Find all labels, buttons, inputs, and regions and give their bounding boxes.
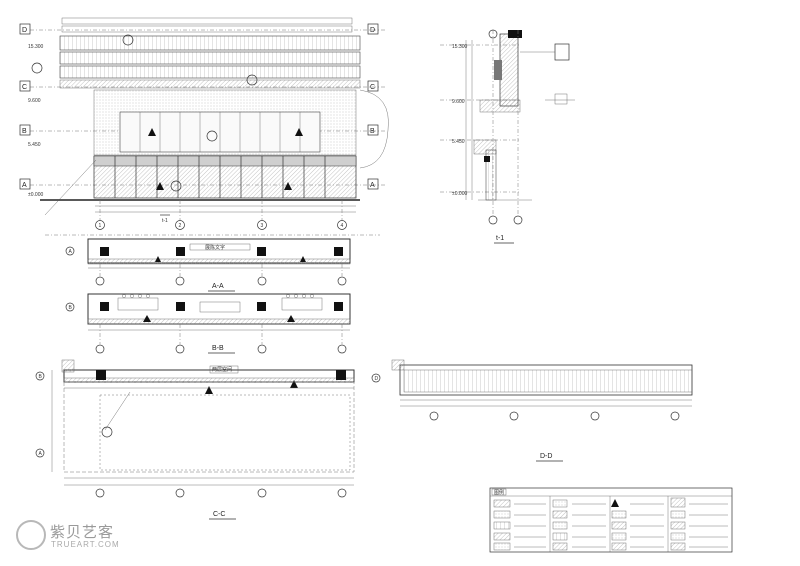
svg-text:D: D xyxy=(375,376,379,382)
row-label-d: D xyxy=(22,27,27,34)
svg-text:A: A xyxy=(39,451,43,457)
level-c: 9.600 xyxy=(28,98,41,104)
section-bb-label: B-B xyxy=(212,345,224,352)
svg-text:A: A xyxy=(69,249,73,255)
col-1-label: 1 xyxy=(99,223,102,229)
section-cc: B A 两层空间 C-C xyxy=(35,359,355,520)
svg-text:±0.000: ±0.000 xyxy=(452,191,467,197)
section-dd-label: D-D xyxy=(540,453,552,460)
detail-t1-label: t-1 xyxy=(496,235,504,242)
svg-text:B: B xyxy=(39,374,43,380)
legend-table: 图例 xyxy=(489,487,733,553)
row-label-b: B xyxy=(22,128,27,135)
legend-swatches xyxy=(493,497,686,551)
svg-text:15.300: 15.300 xyxy=(452,44,468,50)
cc-note: 两层空间 xyxy=(212,366,232,373)
svg-text:B: B xyxy=(69,305,73,311)
watermark-text: 紫贝艺客 xyxy=(50,523,115,541)
legend-text-lines xyxy=(514,503,728,548)
level-markers-left xyxy=(19,23,31,190)
main-elevation: D C B A 15.300 9.600 5.450 ±0.000 D C B … xyxy=(19,17,389,230)
middle-panels xyxy=(139,112,301,152)
svg-text:t-1: t-1 xyxy=(162,218,168,224)
col-2-label: 2 xyxy=(179,223,182,229)
svg-text:A: A xyxy=(370,182,375,189)
col-4-label: 4 xyxy=(341,223,344,229)
aa-note: 展陈文字 xyxy=(205,244,225,251)
row-label-a: A xyxy=(22,182,27,189)
section-cc-label: C-C xyxy=(213,511,225,518)
watermark-subtext: TRUEART.COM xyxy=(51,540,120,549)
section-aa: A 展陈文字 A-A xyxy=(65,238,351,292)
detail-t1: 15.300 9.600 5.450 ±0.000 t-1 xyxy=(440,29,575,244)
level-d: 15.300 xyxy=(28,44,44,50)
lower-mullions xyxy=(114,156,326,198)
bb-furniture xyxy=(117,294,323,313)
watermark-logo-icon xyxy=(16,520,46,550)
svg-text:B: B xyxy=(370,128,375,135)
col-3-label: 3 xyxy=(261,223,264,229)
svg-text:C: C xyxy=(370,84,375,91)
section-aa-label: A-A xyxy=(212,283,224,290)
section-dd: D D-D xyxy=(371,359,693,462)
svg-text:9.600: 9.600 xyxy=(452,99,465,105)
legend-title: 图例 xyxy=(494,489,504,496)
svg-text:D: D xyxy=(370,27,375,34)
svg-text:5.450: 5.450 xyxy=(452,139,465,145)
row-label-c: C xyxy=(22,84,27,91)
section-bb: B B-B xyxy=(65,293,351,354)
level-a: ±0.000 xyxy=(28,192,43,198)
level-b: 5.450 xyxy=(28,142,41,148)
